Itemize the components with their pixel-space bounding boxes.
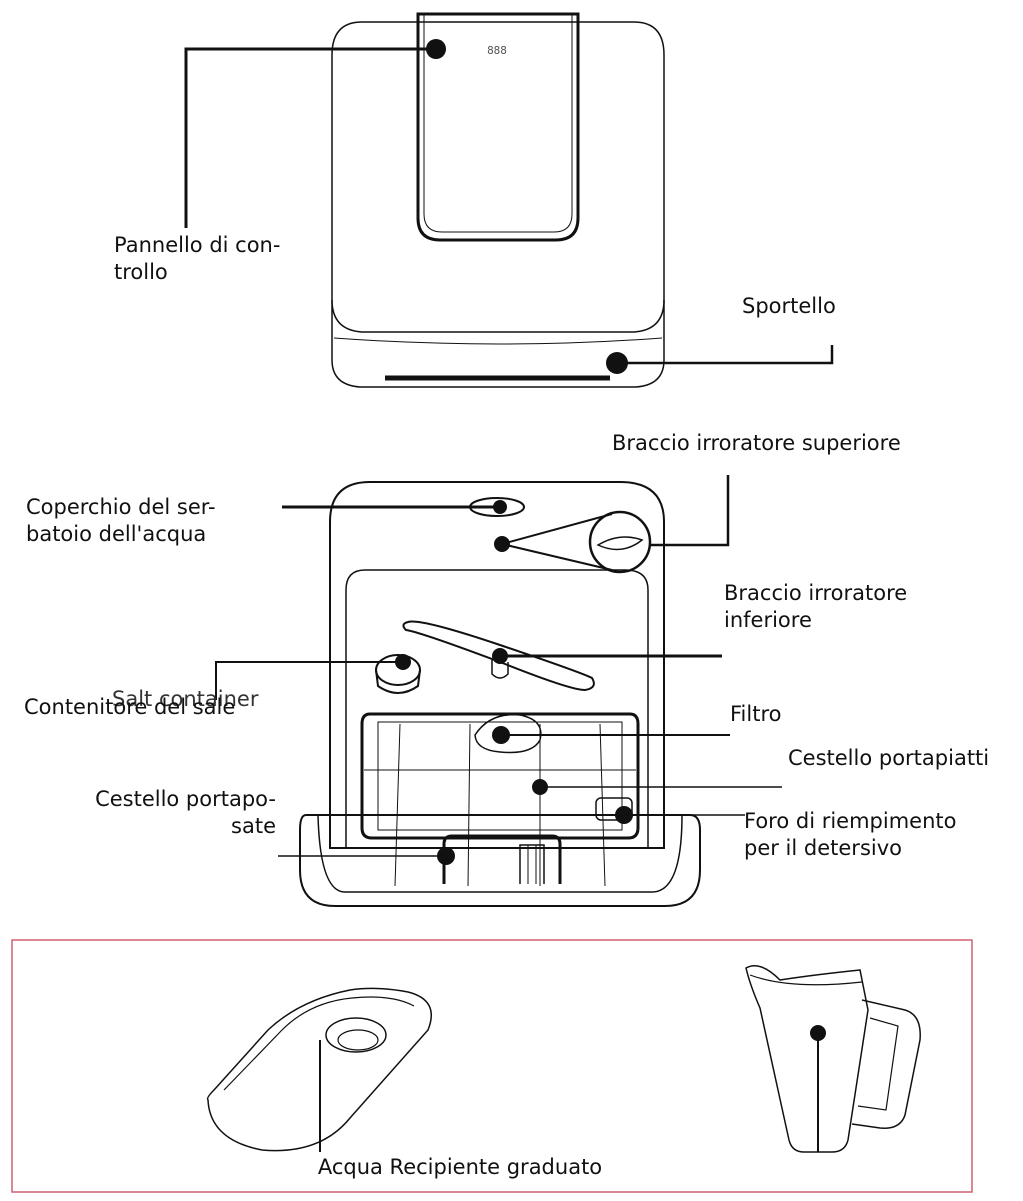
dishwasher-open <box>299 481 701 907</box>
leader-control-panel <box>184 39 446 228</box>
label-detergent-hole-line1: Foro di riempimento <box>744 809 957 833</box>
label-accessories: Acqua Recipiente graduato <box>317 1155 603 1179</box>
label-control-panel-line1: Pannello di con- <box>114 233 281 257</box>
label-detergent-hole-line2: per il detersivo <box>744 836 902 861</box>
accessories-frame <box>11 939 973 1193</box>
salt-funnel <box>206 987 432 1152</box>
label-salt-container-it: Contenitore del sale <box>24 695 236 719</box>
leader-door <box>606 345 834 374</box>
leader-tank-lid <box>282 500 507 514</box>
leader-upper-arm <box>494 475 730 552</box>
leader-dish-rack <box>532 779 782 795</box>
label-dish-rack: Cestello portapiatti <box>788 746 990 770</box>
label-upper-spray-arm: Braccio irroratore superiore <box>612 431 901 455</box>
label-door: Sportello <box>742 294 836 318</box>
label-control-panel-line2: trollo <box>114 260 168 285</box>
leader-lower-arm <box>492 648 722 664</box>
label-filter: Filtro <box>730 702 782 726</box>
label-cutlery-basket: Cestello portapo- sate <box>40 786 276 841</box>
label-tank-lid: Coperchio del ser- batoio dell'acqua <box>26 494 216 549</box>
measuring-cup <box>745 965 921 1153</box>
label-lower-spray-arm: Braccio irroratore inferiore <box>724 580 907 635</box>
label-lower-spray-arm-line1: Braccio irroratore <box>724 581 908 605</box>
label-cutlery-basket-line2: sate <box>231 814 276 839</box>
leader-cutlery-basket <box>278 847 455 865</box>
panel-display: 888 <box>487 44 507 57</box>
leader-salt-container <box>215 654 411 700</box>
label-cutlery-basket-line1: Cestello portapo- <box>95 787 276 811</box>
leader-detergent-hole <box>615 806 745 824</box>
label-lower-spray-arm-line2: inferiore <box>724 608 812 633</box>
label-tank-lid-line2: batoio dell'acqua <box>26 522 207 547</box>
label-salt-container-en: Salt container <box>112 687 259 711</box>
label-detergent-hole: Foro di riempimento per il detersivo <box>744 808 957 863</box>
leader-filter <box>492 726 730 744</box>
label-tank-lid-line1: Coperchio del ser- <box>26 495 216 519</box>
label-control-panel: Pannello di con- trollo <box>114 232 280 287</box>
dishwasher-closed <box>331 12 665 388</box>
